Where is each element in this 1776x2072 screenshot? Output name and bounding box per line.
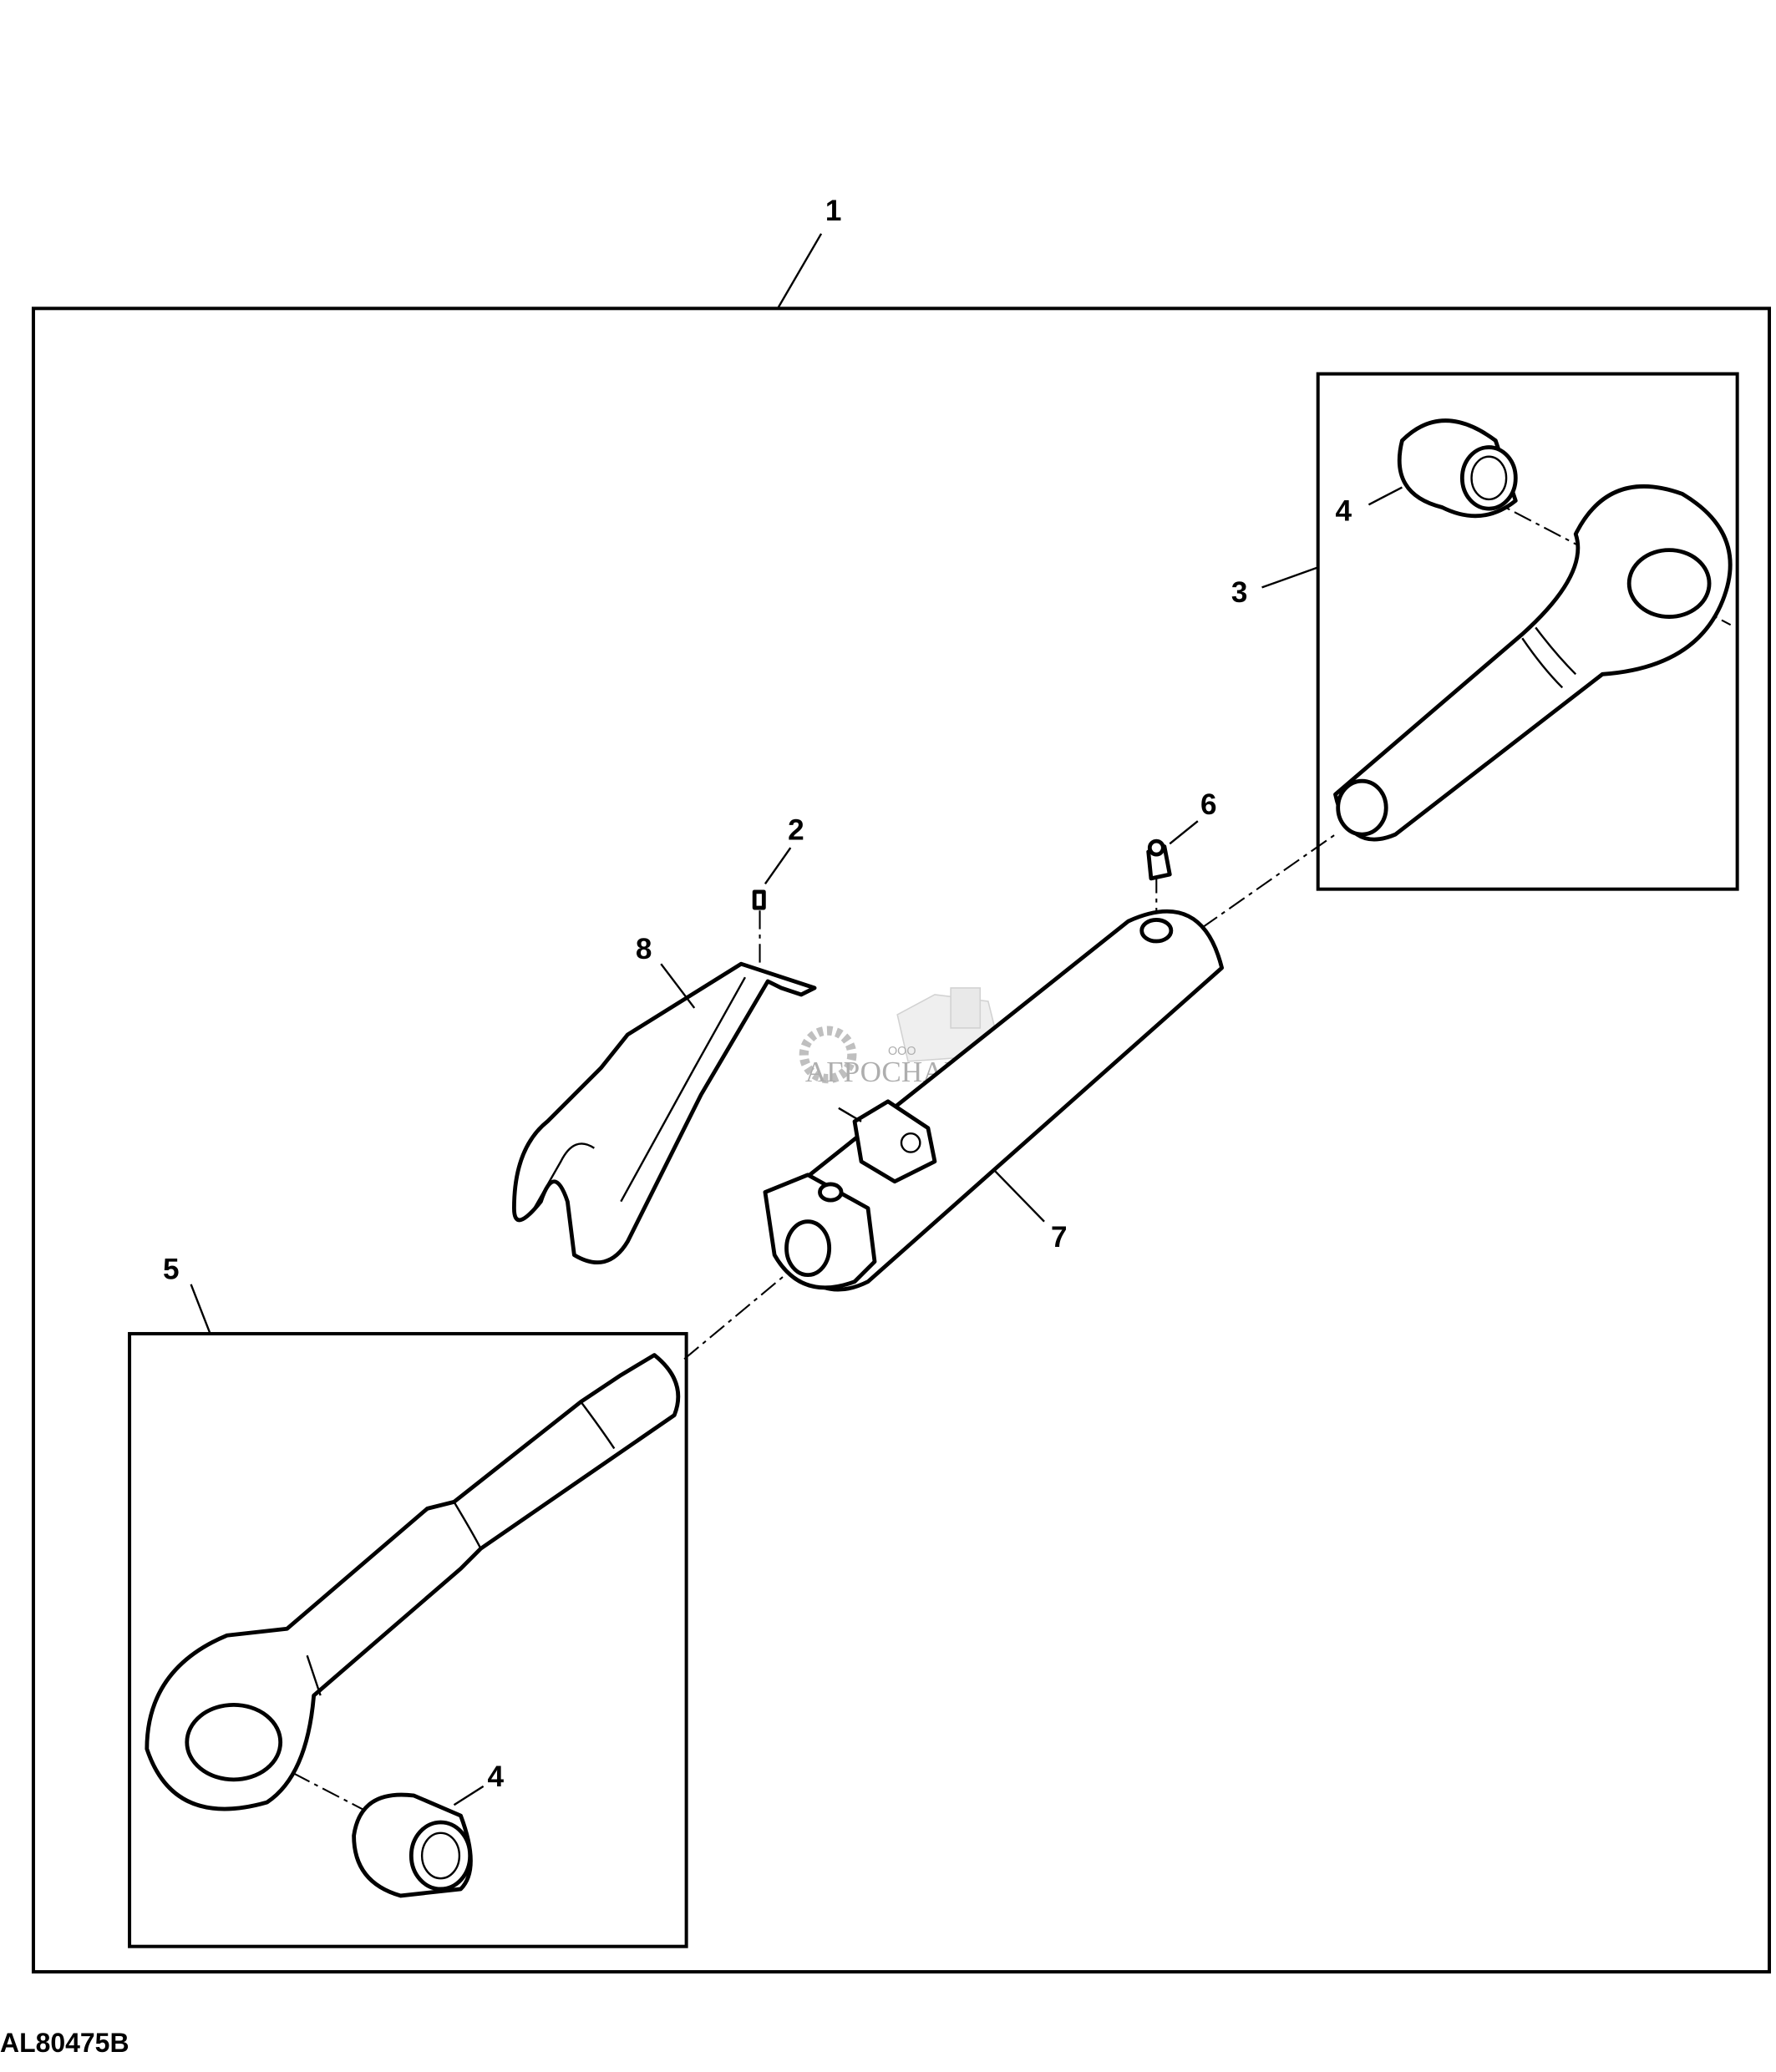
callout-7: 7 [1051, 1221, 1068, 1254]
callout-2: 2 [788, 814, 804, 847]
callout-3: 3 [1231, 576, 1248, 609]
part-5-eye-end [145, 1353, 681, 1811]
callout-4-upper: 4 [1335, 494, 1352, 527]
leader-lines [190, 233, 1403, 1806]
part-3-eye-end [1333, 484, 1733, 842]
assembly-frame [31, 306, 1772, 1974]
part-4-ball-lower [352, 1792, 473, 1898]
watermark-prefix: ООО [888, 1045, 916, 1058]
subassembly-5-frame [128, 1331, 688, 1948]
callout-1: 1 [825, 195, 842, 227]
part-6-grease-fitting [1146, 838, 1172, 881]
part-4-ball-upper [1397, 418, 1518, 519]
part-8-handle [512, 961, 817, 1265]
subassembly-3-frame [1316, 372, 1739, 891]
part-7-tube [763, 909, 1225, 1292]
figure-code: AL80475B [0, 2028, 129, 2058]
callout-6: 6 [1200, 788, 1217, 821]
callout-8: 8 [636, 933, 652, 965]
part-2-pin [752, 889, 766, 910]
callout-5: 5 [163, 1253, 180, 1285]
callout-4-lower: 4 [487, 1760, 504, 1793]
watermark-logo: ООО АГРОСНАБ [799, 987, 1002, 1088]
